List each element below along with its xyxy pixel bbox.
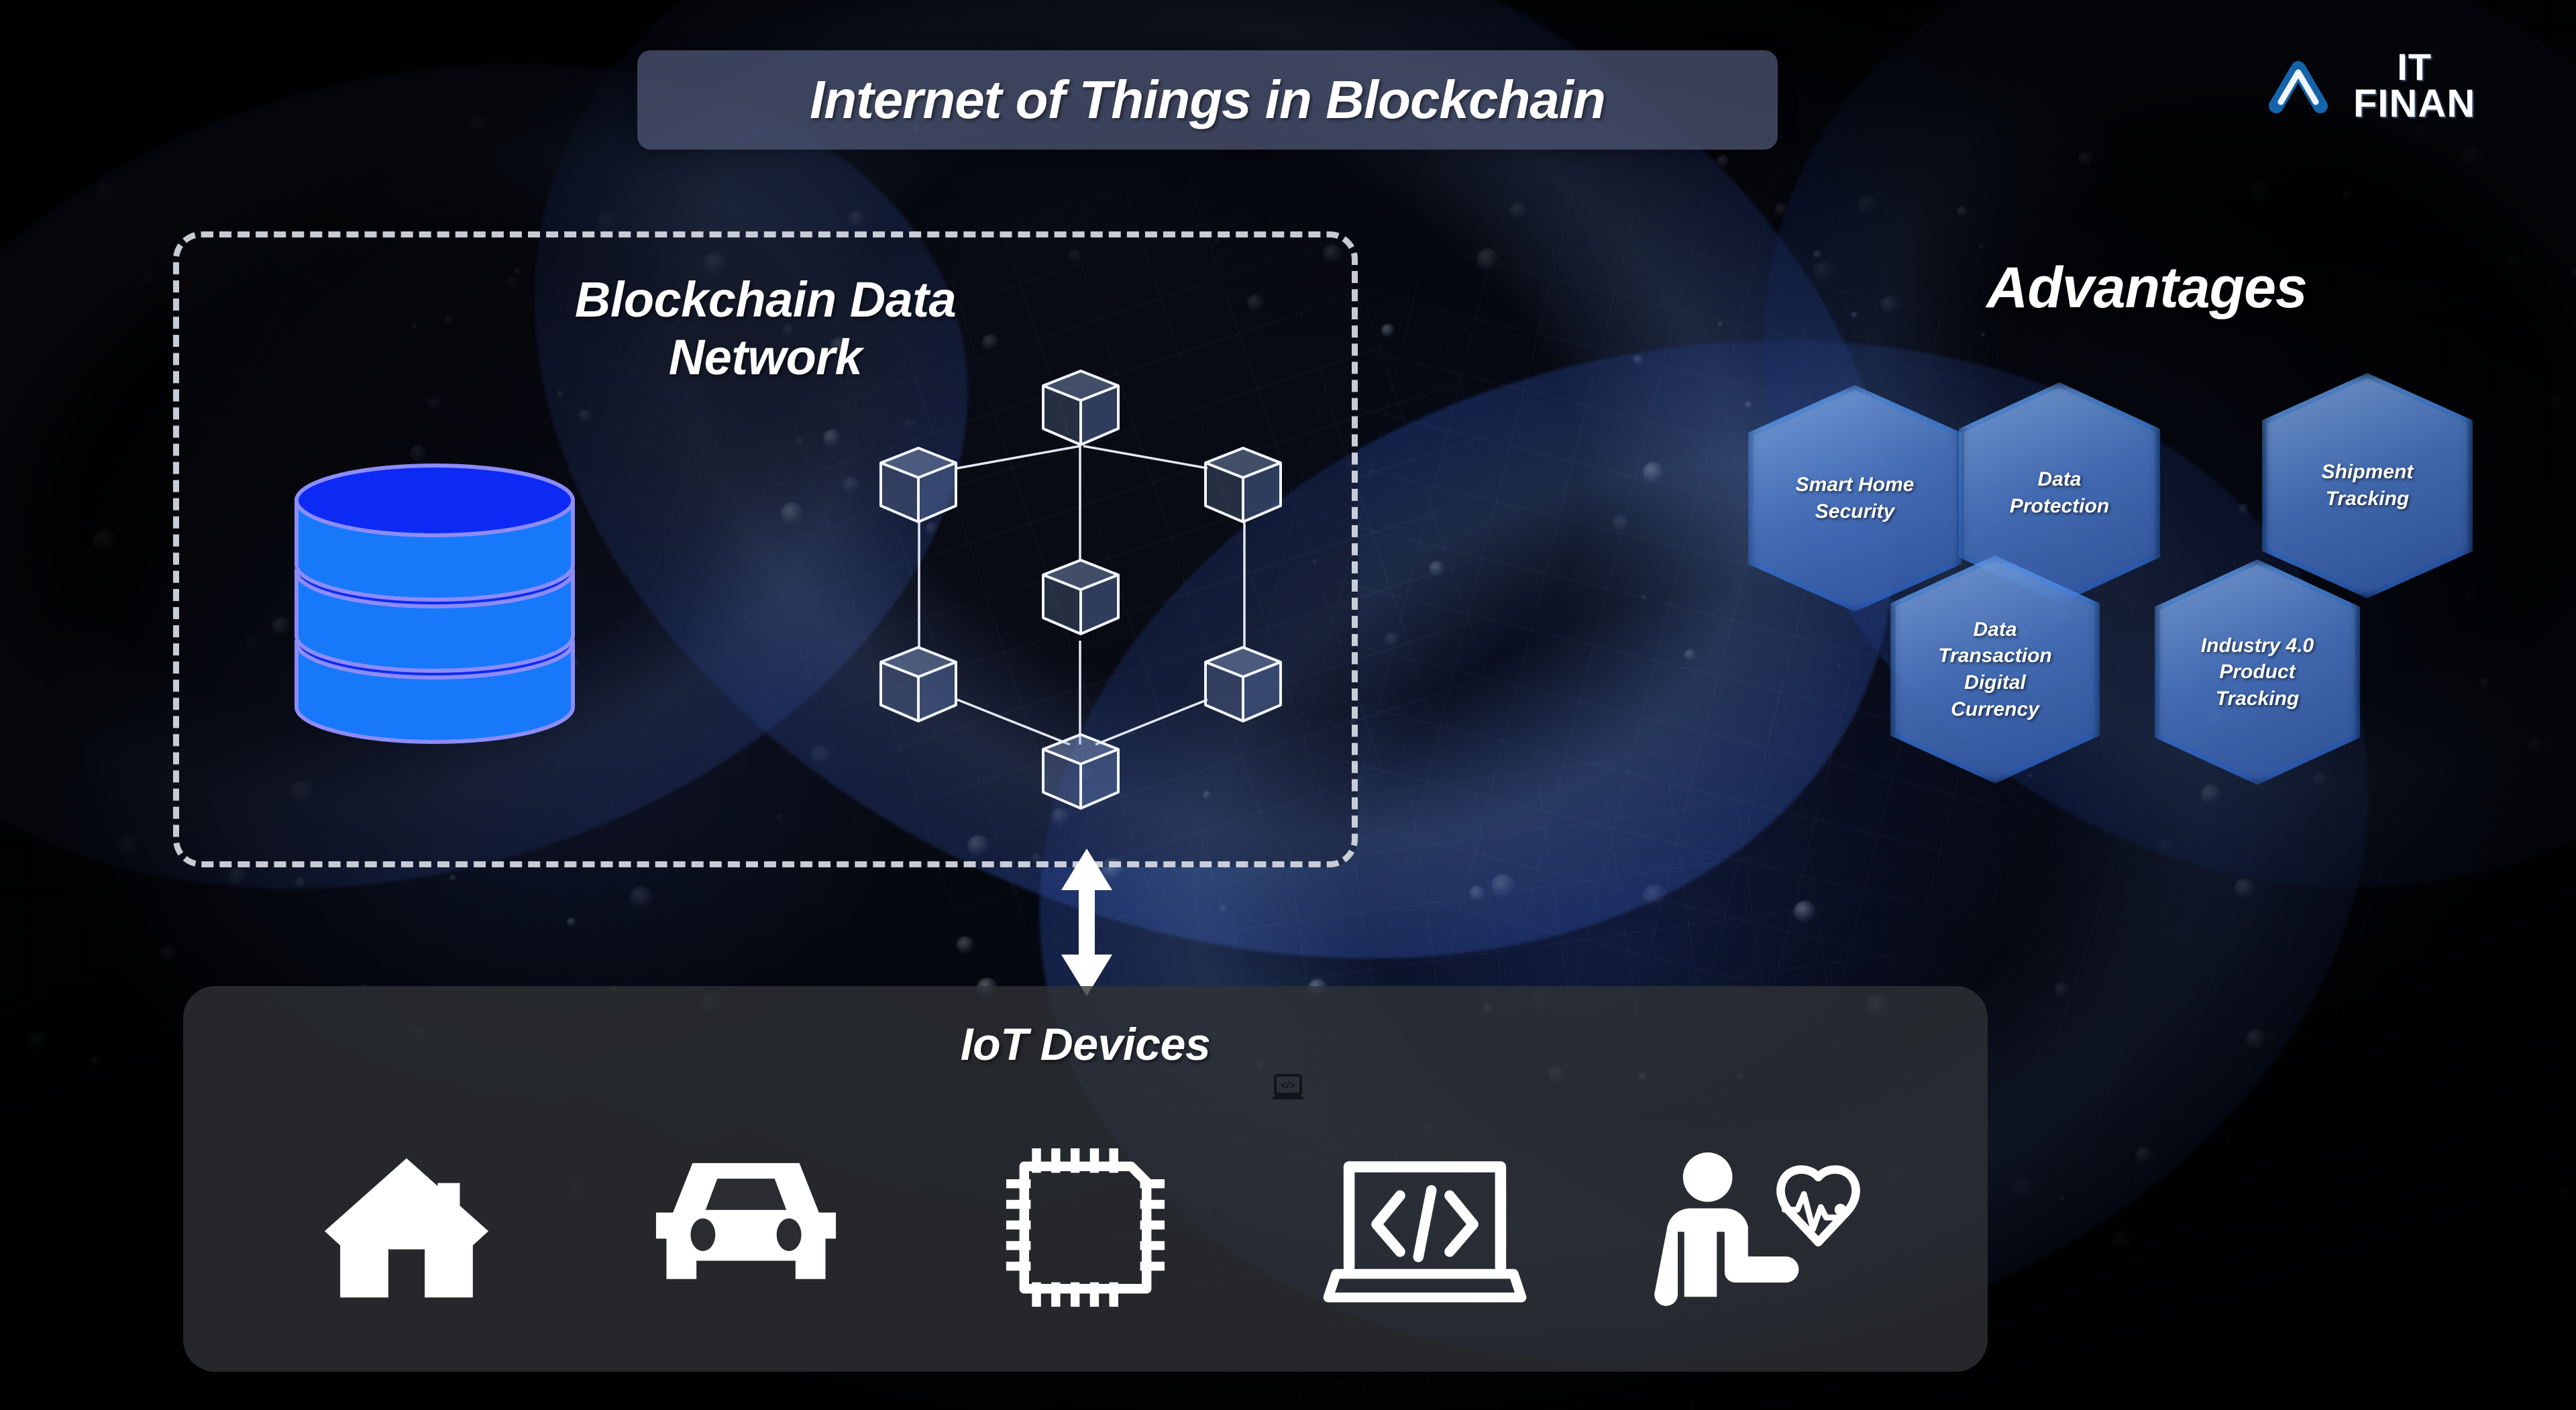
iot-panel-title: IoT Devices [960,1019,1211,1070]
advantage-label: Shipment Tracking [2321,461,2414,510]
svg-text:</>: </> [1281,1080,1295,1091]
iot-device-health-monitoring[interactable] [1654,1137,1865,1318]
car-icon [655,1162,837,1279]
hexagon-glow-3 [1890,555,2100,783]
blockchain-title-line-1: Blockchain Data [574,272,957,327]
iot-device-embedded-chip[interactable] [985,1137,1186,1318]
house-icon [324,1158,489,1297]
advantage-label: Industry 4.0 Product Tracking [2200,634,2314,710]
brand-logo: IT FINAN [2261,37,2542,134]
hexagon-glow-0 [1748,385,1962,612]
database-cylinder-icon [294,464,575,744]
blockchain-title-line-2: Network [668,329,863,385]
person-heartbeat-icon [1654,1152,1860,1306]
microchip-icon [1006,1148,1165,1307]
advantage-label: Smart Home Security [1795,474,1915,523]
iot-device-icon-row: </> [237,1074,1934,1338]
page-title: Internet of Things in Blockchain [810,70,1606,129]
hexagon-glow-4 [2155,559,2360,785]
brand-wordmark: IT FINAN [2353,46,2476,125]
hexagon-glow-2 [2262,373,2473,598]
brand-line-2: FINAN [2353,81,2476,125]
iot-device-computer[interactable]: </> [1272,1074,1527,1318]
iot-device-smart-home[interactable] [306,1137,507,1318]
brand-line-1: IT [2397,46,2432,89]
double-headed-vertical-arrow-icon [1061,849,1112,996]
advantage-hexagon-data-transaction-digital-currency[interactable]: Data Transaction Digital Currency [1896,561,2094,778]
advantage-hexagon-smart-home-security[interactable]: Smart Home Security [1754,390,1956,606]
blockchain-cube-network-icon [879,370,1282,810]
advantage-label: Data Transaction Digital Currency [1938,618,2052,720]
page-title-panel: Internet of Things in Blockchain [637,50,1778,150]
advantage-hexagon-industry-40-product-tracking[interactable]: Industry 4.0 Product Tracking [2160,565,2355,779]
mini-laptop-code-icon: </> [1272,1074,1304,1099]
laptop-code-icon [1323,1161,1527,1303]
iot-devices-panel: IoT Devices [183,986,1988,1372]
chevron-logo-icon [2269,60,2328,113]
advantages-title: Advantages [1986,256,2308,320]
iot-device-connected-vehicle[interactable] [645,1137,847,1318]
advantage-label: Data Protection [2009,468,2110,517]
blockchain-panel-title: Blockchain Data Network [179,271,1352,386]
advantage-hexagon-shipment-tracking[interactable]: Shipment Tracking [2267,378,2467,593]
